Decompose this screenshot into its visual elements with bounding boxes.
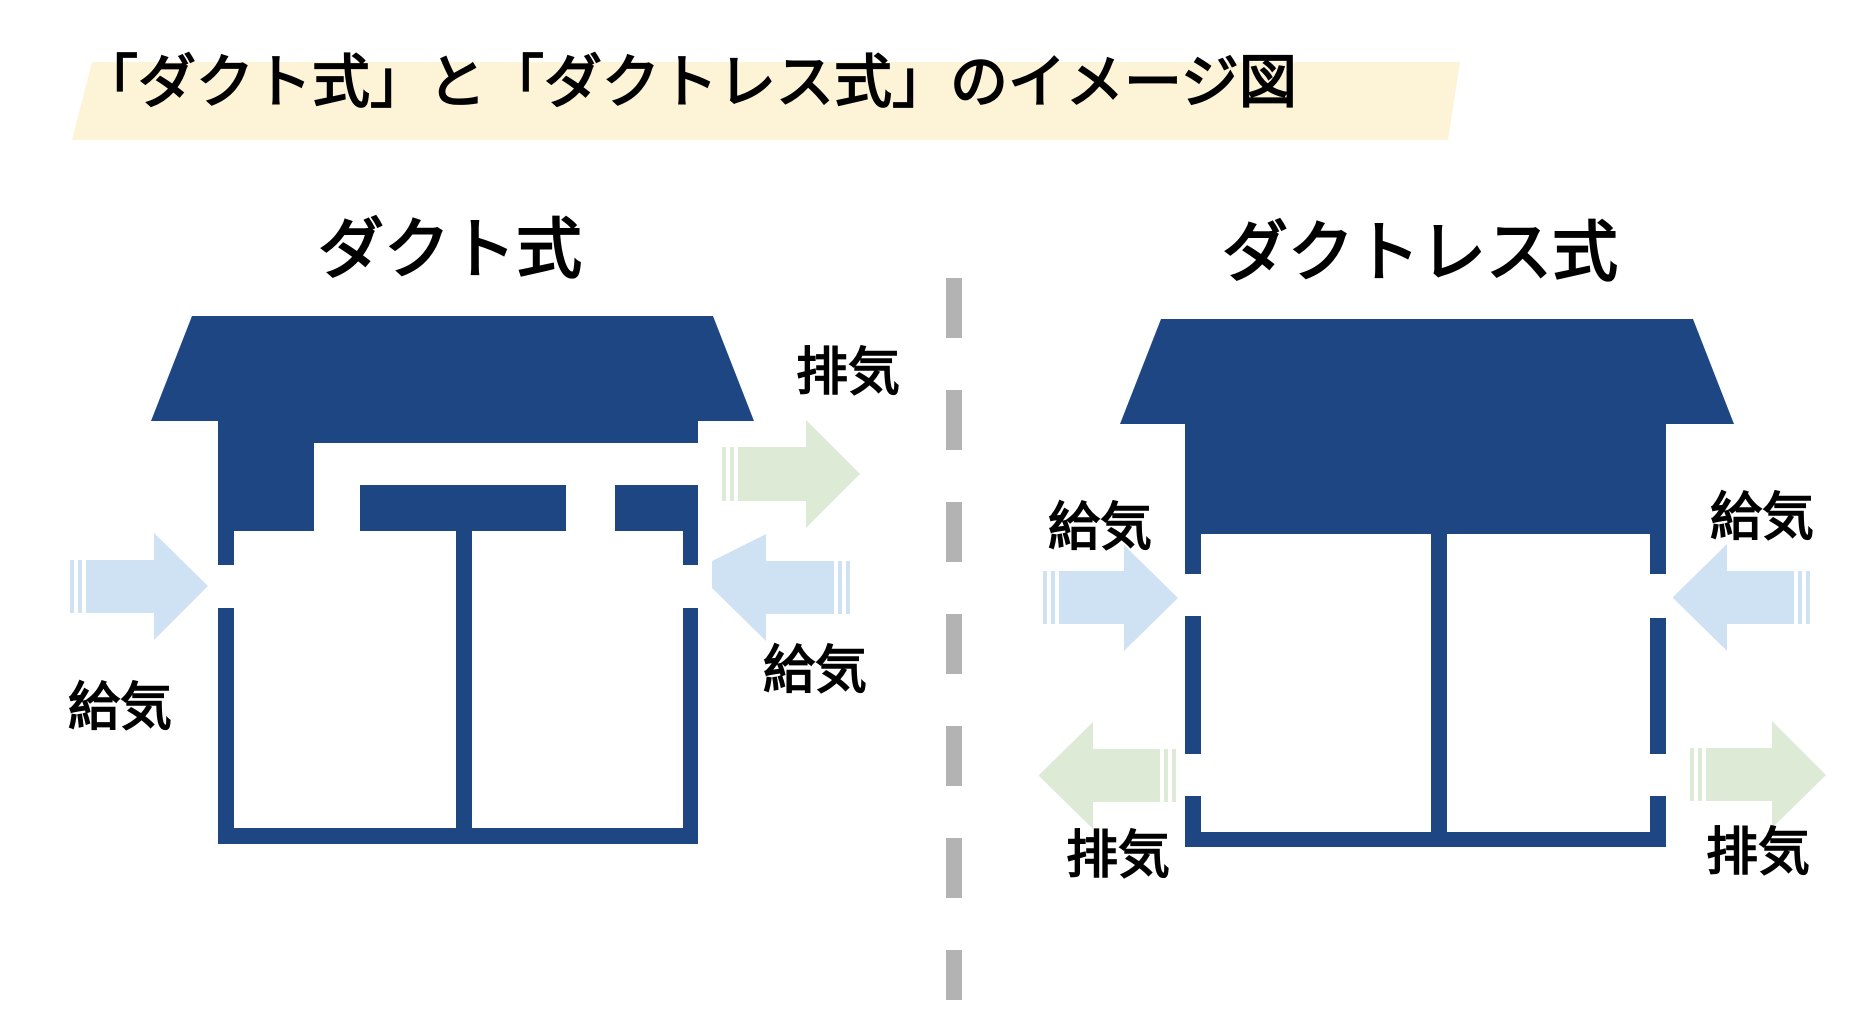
duct-attic-block	[218, 421, 698, 443]
ductless-wall-right-upper	[1650, 534, 1666, 574]
ductless-wall-left-middle	[1185, 616, 1201, 754]
duct-wall-right-upper	[683, 531, 698, 565]
duct-roof	[151, 316, 754, 421]
duct-label-supply-right: 給気	[763, 641, 867, 701]
duct-supply-arrow-right	[712, 534, 850, 641]
duct-wall-left-upper	[218, 531, 234, 565]
ductless-heading: ダクトレス式	[1222, 214, 1618, 291]
ductless-wall-right-middle	[1650, 618, 1666, 754]
duct-label-supply-left: 給気	[68, 678, 172, 738]
duct-label-exhaust: 排気	[796, 343, 900, 403]
ductless-roof	[1120, 319, 1734, 424]
ductless-label-exhaust-left: 排気	[1066, 826, 1170, 886]
duct-house	[151, 316, 754, 844]
duct-floor	[218, 828, 698, 844]
ductless-exhaust-arrow-left	[1039, 722, 1176, 829]
ductless-exhaust-arrow-right	[1690, 721, 1826, 828]
duct-pipe-right	[615, 485, 698, 531]
duct-partition	[456, 531, 472, 835]
duct-heading: ダクト式	[318, 211, 582, 288]
ductless-supply-arrow-left	[1043, 545, 1178, 651]
duct-wall-left-lower	[218, 608, 234, 840]
ductless-wall-left-upper	[1185, 534, 1201, 574]
ductless-label-exhaust-right: 排気	[1706, 823, 1810, 883]
duct-supply-arrow-left	[70, 533, 208, 640]
ductless-label-supply-left: 給気	[1048, 498, 1152, 558]
ductless-partition	[1431, 534, 1447, 834]
duct-attic-left	[218, 443, 314, 531]
ductless-floor	[1185, 832, 1666, 847]
title-highlight	[72, 62, 1460, 140]
page-title: 「ダクト式」と「ダクトレス式」のイメージ図	[80, 48, 1297, 116]
ductless-label-supply-right: 給気	[1710, 488, 1814, 548]
ductless-attic	[1185, 424, 1666, 534]
duct-wall-right-lower	[683, 608, 698, 840]
duct-pipe-middle	[360, 485, 566, 531]
duct-exhaust-arrow	[722, 420, 860, 528]
ductless-supply-arrow-right	[1673, 544, 1810, 651]
ductless-house	[1120, 319, 1734, 847]
